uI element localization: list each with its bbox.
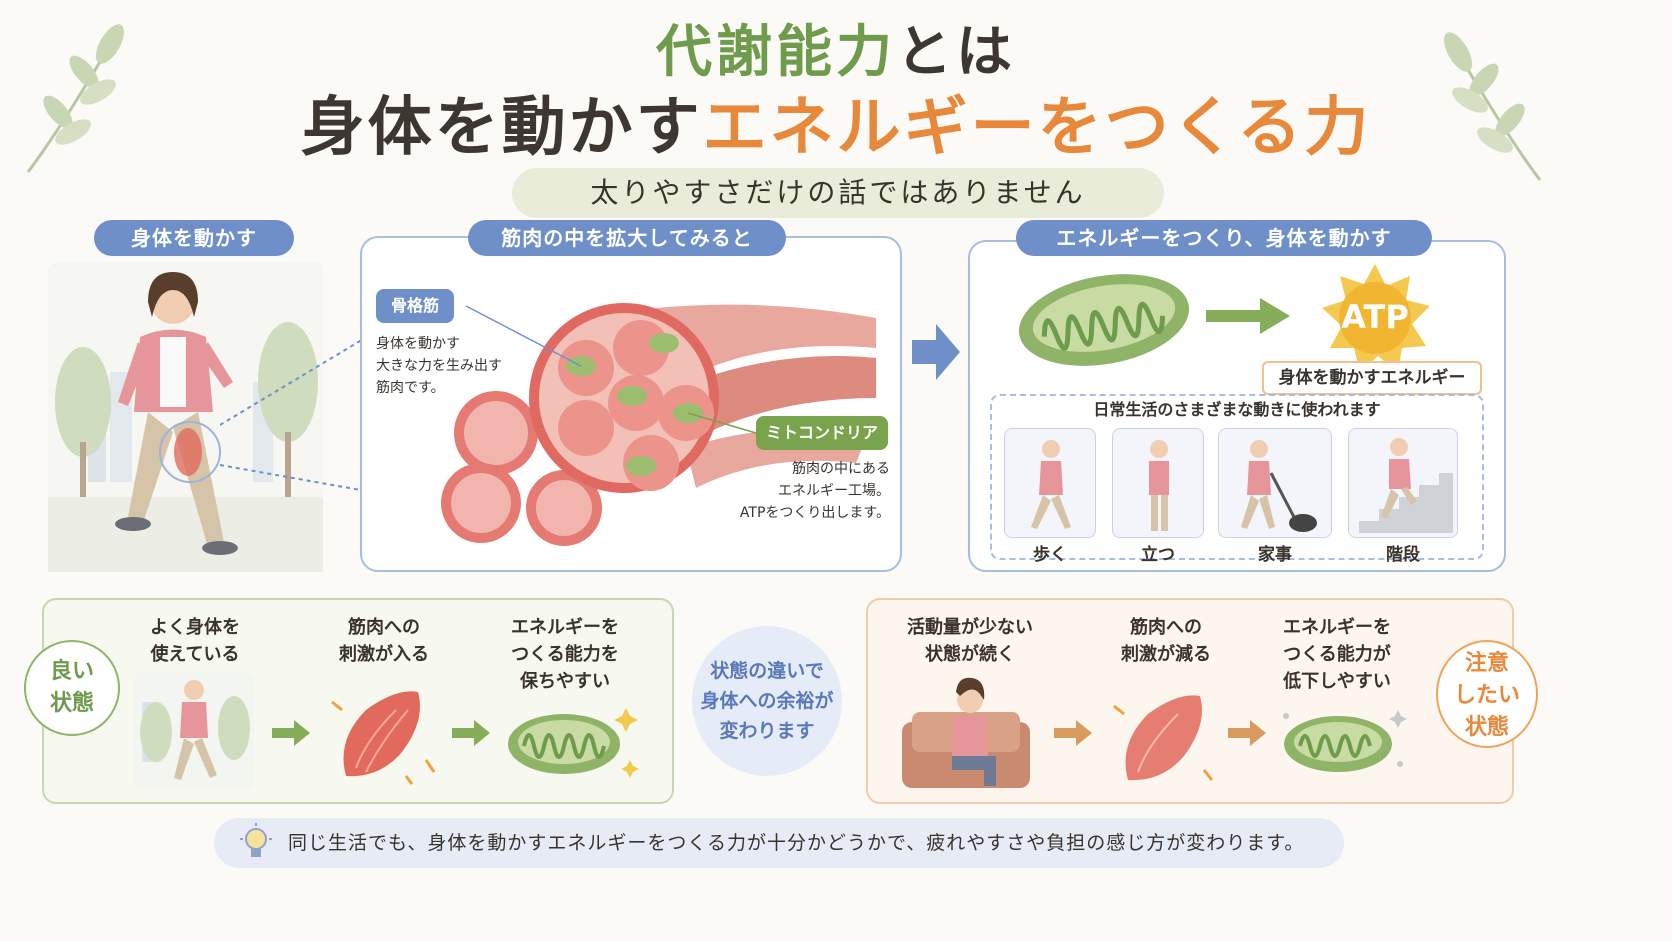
mitochondria-tag: ミトコンドリア — [756, 416, 888, 450]
page-title-line1: 代謝能力とは — [0, 18, 1672, 88]
good-step1-line1: よく身体を — [150, 617, 240, 638]
warn-step3-line2: つくる能力が — [1283, 644, 1391, 665]
warn-step-2-text: 筋肉への 刺激が減る — [1096, 614, 1236, 668]
arrow-right-icon — [912, 324, 960, 380]
leaf-decoration-right-icon — [1444, 32, 1542, 181]
good-step2-line1: 筋肉への — [348, 617, 420, 638]
warn-step2-line1: 筋肉への — [1130, 617, 1202, 638]
stairs-figure-icon — [1359, 438, 1453, 533]
good-muscle-icon — [331, 691, 436, 785]
warn-badge-line3: 状態 — [1464, 715, 1509, 740]
warn-step-1-text: 活動量が少ない 状態が続く — [890, 614, 1050, 668]
good-step-3-text: エネルギーを つくる能力を 保ちやすい — [490, 614, 640, 695]
walk-figure-icon — [1031, 440, 1071, 529]
good-arrow-1-icon — [272, 720, 310, 746]
warn-mitochondria-icon — [1283, 710, 1407, 772]
good-mitochondria-icon — [508, 708, 639, 778]
subtitle-pill: 太りやすさだけの話ではありません — [512, 168, 1164, 218]
vacuum-figure-icon — [1241, 440, 1317, 532]
activity-card-stairs — [1348, 428, 1458, 538]
warn-step2-line2: 刺激が減る — [1121, 644, 1211, 665]
mito-desc-line2: エネルギー工場。 — [778, 483, 890, 499]
warn-step3-line1: エネルギーを — [1283, 617, 1391, 638]
title2-orange-part: エネルギーをつくる力 — [702, 91, 1372, 165]
warn-arrow-1-icon — [1054, 720, 1092, 746]
atp-label: ATP — [1341, 298, 1409, 336]
activity-label-walk: 歩く — [1033, 545, 1067, 565]
good-badge-line1: 良い — [49, 659, 94, 684]
mito-desc-line3: ATPをつくり出します。 — [739, 505, 890, 521]
footer-text: 同じ生活でも、身体を動かすエネルギーをつくる力が十分かどうかで、疲れやすさや負担… — [288, 832, 1305, 854]
activity-label-stand: 立つ — [1141, 545, 1175, 565]
leaf-decoration-left-icon — [26, 24, 124, 173]
good-badge-line2: 状態 — [49, 691, 94, 716]
middle-note-line3: 変わります — [719, 720, 815, 742]
warn-badge-line1: 注意 — [1464, 651, 1509, 676]
walking-woman-illustration — [48, 262, 323, 572]
energy-label: 身体を動かすエネルギー — [1262, 361, 1482, 395]
mitochondria-icon — [1018, 274, 1190, 366]
footer-bar — [214, 818, 1344, 868]
walking-person-thumb — [134, 672, 254, 788]
middle-note-line2: 身体への余裕が — [700, 690, 834, 712]
skeletal-desc-line1: 身体を動かす — [376, 336, 460, 352]
energy-section-label: エネルギーをつくり、身体を動かす — [1016, 220, 1432, 256]
title2-dark-part: 身体を動かす — [300, 91, 703, 165]
left-section-label: 身体を動かす — [94, 220, 294, 256]
title-green-part: 代謝能力 — [656, 20, 896, 85]
stand-figure-icon — [1149, 440, 1169, 531]
daily-activities-title: 日常生活のさまざまな動きに使われます — [1093, 400, 1381, 419]
good-step3-line2: つくる能力を — [511, 644, 619, 665]
warn-step1-line1: 活動量が少ない — [907, 617, 1033, 638]
warn-badge-line2: したい — [1453, 683, 1520, 708]
arrow-right-green-icon — [1206, 298, 1290, 334]
activity-card-stand — [1112, 428, 1204, 538]
activity-card-walk — [1004, 428, 1096, 538]
mito-desc-line1: 筋肉の中にある — [792, 461, 890, 477]
activity-label-housework: 家事 — [1258, 545, 1292, 565]
lightbulb-icon — [240, 823, 272, 857]
warn-step3-line3: 低下しやすい — [1283, 671, 1391, 692]
atp-burst-icon — [1322, 264, 1430, 372]
skeletal-desc-line2: 大きな力を生み出す — [376, 358, 502, 374]
good-step3-line3: 保ちやすい — [520, 671, 610, 692]
warn-muscle-icon — [1113, 695, 1214, 781]
good-step1-line2: 使えている — [150, 644, 240, 665]
skeletal-muscle-tag: 骨格筋 — [376, 289, 454, 323]
skeletal-desc-line3: 筋肉です。 — [376, 380, 445, 396]
middle-note-circle: 状態の違いで 身体への余裕が 変わります — [692, 626, 842, 776]
activity-card-housework — [1218, 428, 1332, 538]
warn-step1-line2: 状態が続く — [925, 644, 1015, 665]
middle-note-line1: 状態の違いで — [710, 660, 824, 682]
good-arrow-2-icon — [452, 720, 490, 746]
good-state-badge: 良い 状態 — [24, 640, 120, 736]
mitochondria-desc: 筋肉の中にある エネルギー工場。 ATPをつくり出します。 — [700, 458, 890, 524]
activity-label-stairs: 階段 — [1386, 545, 1420, 565]
warn-arrow-2-icon — [1228, 720, 1266, 746]
daily-activities-box — [990, 394, 1484, 560]
good-step-2-text: 筋肉への 刺激が入る — [314, 614, 454, 668]
warn-state-badge: 注意 したい 状態 — [1436, 640, 1538, 748]
sitting-person-thumb — [902, 677, 1030, 788]
skeletal-muscle-desc: 身体を動かす 大きな力を生み出す 筋肉です。 — [376, 333, 526, 399]
good-step3-line1: エネルギーを — [511, 617, 619, 638]
good-step2-line2: 刺激が入る — [339, 644, 429, 665]
good-step-1-text: よく身体を 使えている — [130, 614, 260, 668]
title-dark-part: とは — [896, 20, 1016, 85]
warn-step-3-text: エネルギーを つくる能力が 低下しやすい — [1262, 614, 1412, 695]
page-title-line2: 身体を動かすエネルギーをつくる力 — [0, 88, 1672, 168]
connector-lines — [220, 334, 446, 506]
muscle-section-label: 筋肉の中を拡大してみると — [468, 220, 786, 256]
